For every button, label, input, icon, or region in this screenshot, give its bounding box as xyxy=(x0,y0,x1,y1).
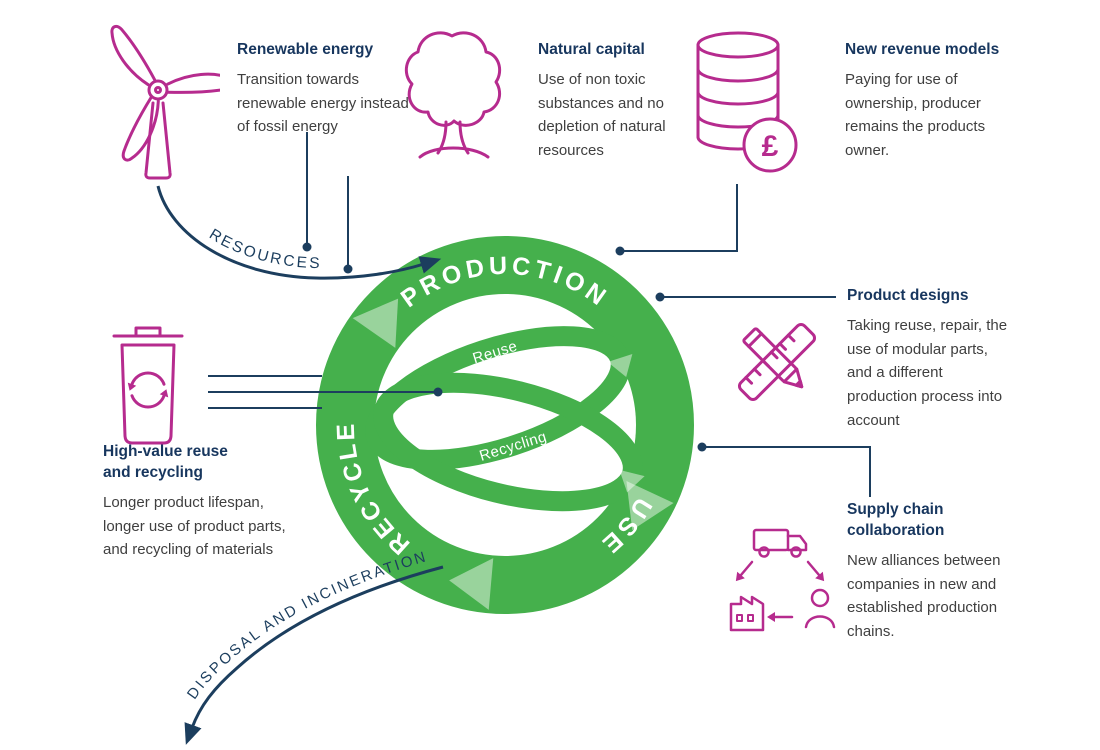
callout-supply-chain-collaboration: Supply chain collaboration New alliances… xyxy=(847,500,1022,644)
pound-symbol: £ xyxy=(762,130,779,163)
flow-arrowhead xyxy=(449,558,494,610)
factory xyxy=(729,595,765,632)
flow-arrowhead-small xyxy=(607,353,633,378)
recycling-loop xyxy=(373,372,643,512)
flow-arrowheads xyxy=(352,298,674,610)
callout-title: New revenue models xyxy=(845,41,1000,58)
connector-dot xyxy=(302,242,312,252)
callout-body: Transition towards renewable energy inst… xyxy=(237,70,409,136)
tree-icon xyxy=(400,22,505,172)
callout-body: Paying for use of ownership, producer re… xyxy=(845,70,986,159)
recycle-bin-icon xyxy=(98,318,198,450)
connector-new-revenue xyxy=(624,184,738,252)
callout-body: Taking reuse, repair, the use of modular… xyxy=(847,316,1008,429)
coin-stack-icon: £ xyxy=(690,25,805,185)
callout-title: Supply chain collaboration xyxy=(847,501,945,539)
disposal-label: DISPOSAL AND INCINERATION xyxy=(184,548,429,702)
inner-loops xyxy=(365,326,643,512)
reuse-loop xyxy=(365,326,631,470)
flow-arrowhead xyxy=(352,298,399,348)
callout-title: Product designs xyxy=(847,287,969,304)
connector-supply-chain xyxy=(706,446,871,497)
callout-renewable-energy: Renewable energy Transition towards rene… xyxy=(237,40,409,139)
callout-high-value-reuse: High-value reuse and recycling Longer pr… xyxy=(103,442,308,562)
callout-body: New alliances between companies in new a… xyxy=(847,551,1001,640)
connector-dot xyxy=(697,442,707,452)
disposal-arrow xyxy=(184,565,444,745)
cycle-arrows xyxy=(735,560,825,622)
callout-product-designs: Product designs Taking reuse, repair, th… xyxy=(847,286,1009,432)
callout-body: Longer product lifespan, longer use of p… xyxy=(103,493,286,559)
callout-natural-capital: Natural capital Use of non toxic substan… xyxy=(538,40,678,163)
supply-chain-icon xyxy=(728,518,843,643)
currency-badge xyxy=(742,117,798,173)
connector-dot xyxy=(655,292,665,302)
connector-dot xyxy=(343,264,353,274)
flow-arrowhead-small xyxy=(619,469,645,493)
connector-dots xyxy=(302,242,707,452)
resources-arrow xyxy=(156,185,442,280)
recycling-label: Recycling xyxy=(477,428,548,465)
callout-new-revenue-models: New revenue models Paying for use of own… xyxy=(845,40,1005,163)
wind-turbine-icon xyxy=(95,8,237,188)
callout-title: Natural capital xyxy=(538,41,645,58)
truck xyxy=(752,528,808,558)
connector-lines xyxy=(208,132,871,497)
pencil xyxy=(742,327,804,389)
recycle-arrowhead xyxy=(159,389,169,398)
person xyxy=(804,588,836,629)
connector-dot xyxy=(433,387,443,397)
connector-dot xyxy=(615,246,625,256)
recycle-arrowhead xyxy=(127,382,137,391)
cycle-ring xyxy=(316,236,694,614)
callout-title: High-value reuse and recycling xyxy=(103,443,228,481)
design-tools-icon xyxy=(722,302,832,422)
callout-title: Renewable energy xyxy=(237,41,374,58)
callout-body: Use of non toxic substances and no deple… xyxy=(538,70,666,159)
flow-arrowhead xyxy=(626,481,674,531)
